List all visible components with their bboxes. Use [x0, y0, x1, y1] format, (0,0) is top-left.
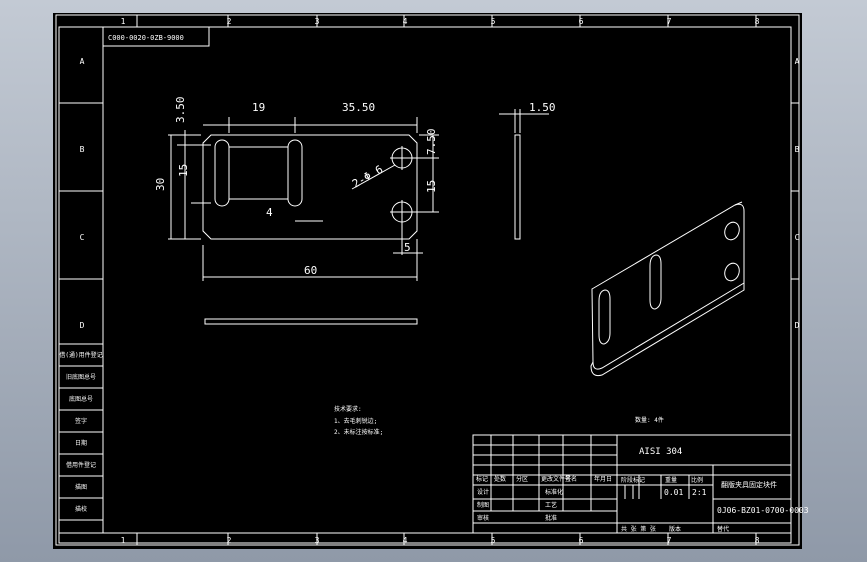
zone-col-8-bottom: 8 [755, 536, 760, 545]
drawing-number-text: C000-0020-0ZB-9000 [108, 34, 184, 42]
left-table-6: 描图 [75, 483, 87, 491]
ratio-value: 2:1 [692, 488, 707, 497]
left-table-5: 借用件登记 [66, 461, 96, 469]
header-sign: 签名 [565, 475, 577, 483]
left-table-4: 日期 [75, 439, 87, 447]
left-table-grid [59, 343, 103, 521]
zone-row-c-right: C [795, 233, 800, 242]
dim-7-50: 7.50 [425, 129, 438, 156]
header-ratio: 比例 [691, 476, 703, 484]
dim-30: 30 [154, 178, 167, 191]
slot-right [287, 139, 303, 207]
iso-plate [591, 203, 745, 370]
dim-5: 5 [404, 241, 411, 254]
title-block-grid [472, 434, 792, 534]
company-name: 翻版夹具固定块件 [721, 480, 777, 489]
header-date: 年月日 [594, 475, 612, 483]
material-text: AISI 304 [639, 447, 682, 457]
notes-title: 技术要求: [334, 405, 362, 413]
header-design: 设计 [477, 488, 489, 496]
zone-col-6-bottom: 6 [579, 536, 584, 545]
header-version: 版本 [669, 525, 681, 533]
dim-19: 19 [252, 101, 265, 114]
dim-3-50: 3.50 [174, 97, 187, 124]
zone-row-d: D [80, 321, 85, 330]
zone-row-a-right: A [795, 57, 800, 66]
left-table-7: 描校 [75, 505, 87, 513]
header-std: 标准化 [545, 488, 563, 496]
drawing-sheet: 1 2 3 4 5 6 7 8 1 2 3 4 5 6 7 8 A B C D … [53, 13, 809, 549]
zone-col-3-bottom: 3 [315, 536, 320, 545]
doc-number: 0J06-BZ01-0700-0003 [717, 506, 809, 515]
zone-row-d-right: D [795, 321, 800, 330]
header-mark: 标记 [476, 475, 488, 483]
cad-drawing: 1 2 3 4 5 6 7 8 1 2 3 4 5 6 7 8 A B C D … [55, 14, 809, 546]
zone-col-1: 1 [121, 17, 126, 26]
inner-frame [58, 26, 792, 544]
dim-60: 60 [304, 264, 317, 277]
zone-col-7-bottom: 7 [667, 536, 672, 545]
dim-35-50: 35.50 [342, 101, 375, 114]
left-table-0: 借(通)用件登记 [59, 351, 102, 359]
quantity-note: 数量: 4件 [635, 416, 664, 424]
notes-line-1: 1、去毛刺锐边; [334, 417, 377, 425]
front-view [168, 117, 439, 281]
dim-15-right: 15 [425, 180, 438, 193]
zone-col-4: 4 [403, 17, 408, 26]
isometric-view [590, 201, 745, 377]
header-sheets: 共 张 第 张 [621, 525, 656, 533]
zone-row-c: C [80, 233, 85, 242]
side-view [499, 109, 549, 240]
left-table-2: 底图总号 [69, 395, 93, 403]
header-change: 更改文件号 [541, 475, 571, 483]
plate-outline [202, 134, 418, 240]
zone-row-b: B [80, 145, 85, 154]
zone-col-4-bottom: 4 [403, 536, 408, 545]
slot-left [214, 139, 230, 207]
left-table-1: 旧底图总号 [66, 373, 96, 381]
dim-4: 4 [266, 206, 273, 219]
zone-col-3: 3 [315, 17, 320, 26]
header-stage: 阶段标记 [621, 476, 645, 484]
iso-slot-left [598, 289, 611, 345]
zone-col-2: 2 [227, 17, 232, 26]
outer-border [55, 14, 800, 546]
dim-holes: 2-Φ 6 [350, 163, 385, 191]
iso-hole-bottom [724, 262, 740, 282]
header-replace: 替代 [717, 525, 729, 533]
scale-value: 0.01 [664, 488, 683, 497]
dim-15-left: 15 [177, 164, 190, 177]
zone-col-5: 5 [491, 17, 496, 26]
dim-thickness: 1.50 [529, 101, 556, 114]
zone-col-1-bottom: 1 [121, 536, 126, 545]
plate-thickness-view [514, 134, 521, 240]
notes-line-2: 2、未标注按标准; [334, 428, 383, 436]
zone-col-2-bottom: 2 [227, 536, 232, 545]
iso-hole-top [724, 221, 740, 241]
zone-col-7: 7 [667, 17, 672, 26]
header-count: 处数 [494, 475, 506, 483]
zone-col-8: 8 [755, 17, 760, 26]
header-process: 工艺 [545, 501, 557, 509]
left-table-3: 签字 [75, 417, 87, 425]
header-check: 审核 [477, 514, 489, 522]
zone-row-b-right: B [795, 145, 800, 154]
zone-col-6: 6 [579, 17, 584, 26]
header-approve: 批准 [545, 514, 557, 522]
header-draw: 制图 [477, 501, 489, 509]
header-zone: 分区 [516, 475, 528, 483]
header-weight: 重量 [665, 476, 677, 484]
zone-row-a: A [80, 57, 85, 66]
plate-edge-view [204, 318, 418, 325]
iso-slot-right [649, 254, 662, 310]
zone-col-5-bottom: 5 [491, 536, 496, 545]
